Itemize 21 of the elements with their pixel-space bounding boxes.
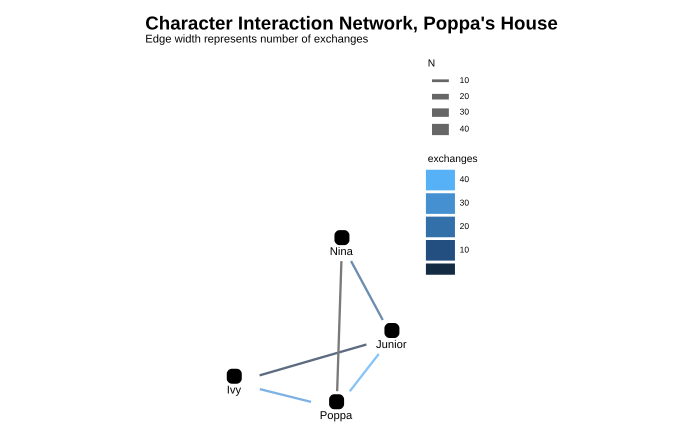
- connector: [260, 388, 312, 404]
- label: exchanges: [428, 154, 478, 166]
- legend-label: 40: [460, 124, 470, 134]
- node-label: Poppa: [320, 410, 352, 422]
- legend-label: 20: [460, 90, 470, 101]
- label: N: [428, 58, 436, 70]
- label: 30: [460, 198, 470, 208]
- legend-label: 30: [460, 106, 470, 117]
- connector: [336, 261, 343, 392]
- label: 10: [460, 244, 470, 254]
- connector: [259, 343, 367, 377]
- node-label: Nina: [330, 246, 353, 258]
- connector: [350, 260, 384, 321]
- label: 20: [460, 220, 470, 231]
- caption: Edge width represents number of exchanges: [145, 33, 368, 46]
- node-label: Junior: [376, 338, 407, 351]
- node-label: Ivy: [226, 384, 242, 397]
- legend-label: 10: [460, 74, 470, 85]
- label: 40: [460, 174, 470, 184]
- connector: [348, 353, 380, 392]
- diagram-title: Character Interaction Network, Poppa's House: [145, 12, 558, 34]
